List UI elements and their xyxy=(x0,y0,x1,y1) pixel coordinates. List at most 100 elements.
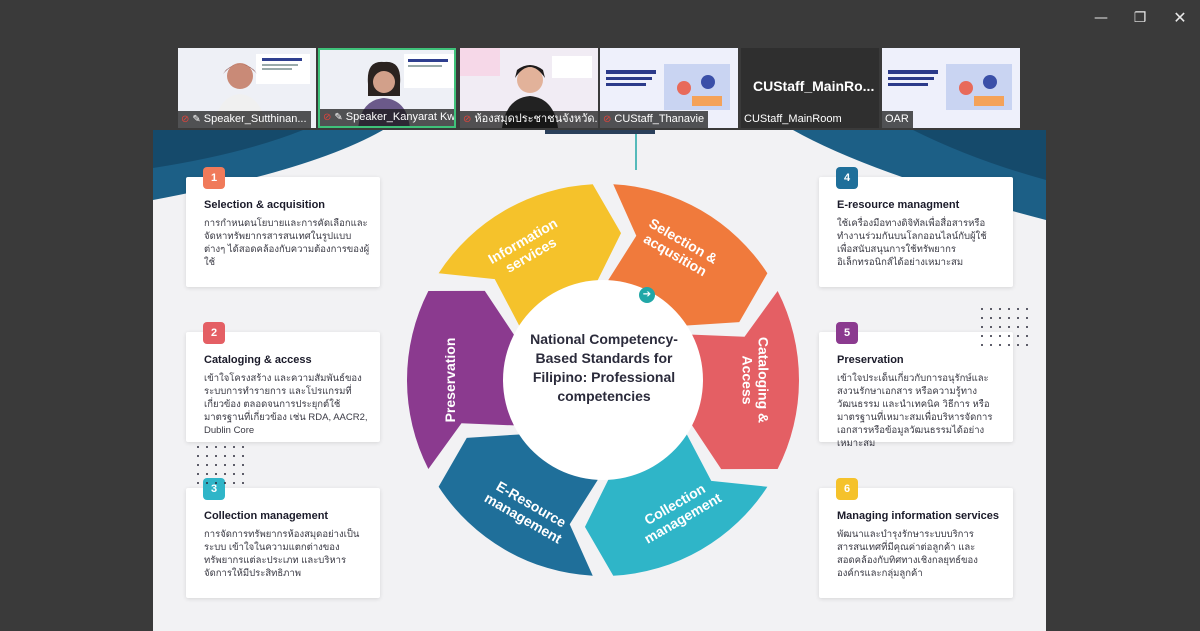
dot xyxy=(206,446,208,448)
card-text: ใช้เครื่องมือทางดิจิทัลเพื่อสื่อสารหรือท… xyxy=(837,218,987,268)
card-text: การจัดการทรัพยากรห้องสมุดอย่างเป็นระบบ เ… xyxy=(204,529,360,579)
card-title: Cataloging & access xyxy=(204,354,312,366)
dot xyxy=(206,455,208,457)
dot xyxy=(999,335,1001,337)
participant-tile[interactable]: CUStaff_MainRo... CUStaff_MainRoom xyxy=(741,48,879,128)
competency-card-4: 4 E-resource managment ใช้เครื่องมือทางด… xyxy=(819,167,1013,287)
dot xyxy=(197,482,199,484)
close-button[interactable]: ✕ xyxy=(1173,8,1187,27)
dot xyxy=(1026,308,1028,310)
dot xyxy=(242,455,244,457)
dot xyxy=(1008,326,1010,328)
wheel-segment xyxy=(407,290,514,469)
dot xyxy=(206,473,208,475)
dot xyxy=(999,326,1001,328)
dot xyxy=(1008,344,1010,346)
participant-name: ⊘✎Speaker_Kanyarat Kw... xyxy=(320,109,454,126)
mic-off-icon: ⊘ xyxy=(323,112,332,123)
mic-off-icon: ⊘ xyxy=(603,114,612,125)
minimize-button[interactable]: — xyxy=(1094,10,1108,26)
participant-name: ⊘CUStaff_Thanavie xyxy=(600,111,709,128)
dot xyxy=(1017,335,1019,337)
dot xyxy=(215,455,217,457)
participant-strip: ⊘✎Speaker_Sutthinan... ⊘✎Speaker_Kanyara… xyxy=(178,48,1022,128)
dot xyxy=(215,482,217,484)
competency-card-5: 5 Preservation เข้าใจประเด็นเกี่ยวกับการ… xyxy=(819,322,1013,449)
dot xyxy=(990,326,992,328)
card-title: Managing information services xyxy=(837,510,999,522)
dot xyxy=(1017,317,1019,319)
competency-card-2: 2 Cataloging & access เข้าใจโครงสร้าง แล… xyxy=(186,322,380,442)
dot xyxy=(233,464,235,466)
card-text: การกำหนดนโยบายและการคัดเลือกและจัดหาทรัพ… xyxy=(204,218,370,268)
participant-display-name: CUStaff_MainRo... xyxy=(753,78,875,94)
pin-icon: ✎ xyxy=(334,112,343,123)
dot xyxy=(242,464,244,466)
card-title: E-resource managment xyxy=(837,199,960,211)
dot xyxy=(242,446,244,448)
restore-button[interactable]: ❐ xyxy=(1133,10,1147,26)
dot xyxy=(242,482,244,484)
card-number-badge: 1 xyxy=(203,167,225,189)
dot xyxy=(981,317,983,319)
wheel-segment xyxy=(438,434,598,576)
dot xyxy=(981,344,983,346)
participant-tile[interactable]: ⊘CUStaff_Thanavie xyxy=(600,48,738,128)
participant-tile[interactable]: OAR xyxy=(882,48,1020,128)
dot xyxy=(215,446,217,448)
dot xyxy=(242,473,244,475)
dot xyxy=(999,308,1001,310)
dot xyxy=(206,464,208,466)
dot xyxy=(215,473,217,475)
dot xyxy=(1026,317,1028,319)
dot xyxy=(990,344,992,346)
wheel-segment xyxy=(584,434,768,576)
participant-tile-active[interactable]: ⊘✎Speaker_Kanyarat Kw... xyxy=(318,48,456,128)
dot xyxy=(990,317,992,319)
wheel-segment-label: Cataloging &Access xyxy=(740,337,772,423)
card-title: Preservation xyxy=(837,354,904,366)
competency-card-6: 6 Managing information services พัฒนาและ… xyxy=(819,478,1013,598)
dot xyxy=(1008,317,1010,319)
dot xyxy=(1017,326,1019,328)
card-number-badge: 5 xyxy=(836,322,858,344)
wheel-segment-label: Preservation xyxy=(442,338,458,423)
dot xyxy=(1026,326,1028,328)
wheel-segment xyxy=(692,291,799,470)
dot xyxy=(233,446,235,448)
participant-name: OAR xyxy=(882,111,913,128)
dot xyxy=(197,455,199,457)
dot xyxy=(981,326,983,328)
dot xyxy=(1017,344,1019,346)
dot xyxy=(981,335,983,337)
dot xyxy=(1026,335,1028,337)
dot xyxy=(990,308,992,310)
participant-tile[interactable]: ⊘✎Speaker_Sutthinan... xyxy=(178,48,316,128)
dot xyxy=(224,455,226,457)
dot xyxy=(1017,308,1019,310)
dot xyxy=(990,335,992,337)
participant-name: ⊘✎Speaker_Sutthinan... xyxy=(178,111,311,128)
participant-name: CUStaff_MainRoom xyxy=(744,113,842,125)
mic-off-icon: ⊘ xyxy=(181,114,190,125)
participant-tile[interactable]: ⊘ห้องสมุดประชาชนจังหวัด... xyxy=(460,48,598,128)
dot xyxy=(197,464,199,466)
pin-icon: ✎ xyxy=(192,114,201,125)
dot xyxy=(233,473,235,475)
dot xyxy=(1008,308,1010,310)
dot xyxy=(197,446,199,448)
dot xyxy=(999,317,1001,319)
dot xyxy=(224,464,226,466)
card-text: พัฒนาและบำรุงรักษาระบบบริการสารสนเทศที่ม… xyxy=(837,529,978,579)
card-number-badge: 3 xyxy=(203,478,225,500)
next-arrow-icon[interactable]: ➔ xyxy=(639,287,655,303)
wheel-center-title: National Competency-Based Standards for … xyxy=(530,331,678,404)
participant-name: ⊘ห้องสมุดประชาชนจังหวัด... xyxy=(460,111,598,128)
competency-card-3: 3 Collection management การจัดการทรัพยาก… xyxy=(186,478,380,598)
dot xyxy=(981,308,983,310)
card-text: เข้าใจประเด็นเกี่ยวกับการอนุรักษ์และสงวน… xyxy=(837,373,993,449)
dot xyxy=(999,344,1001,346)
dot xyxy=(1008,335,1010,337)
